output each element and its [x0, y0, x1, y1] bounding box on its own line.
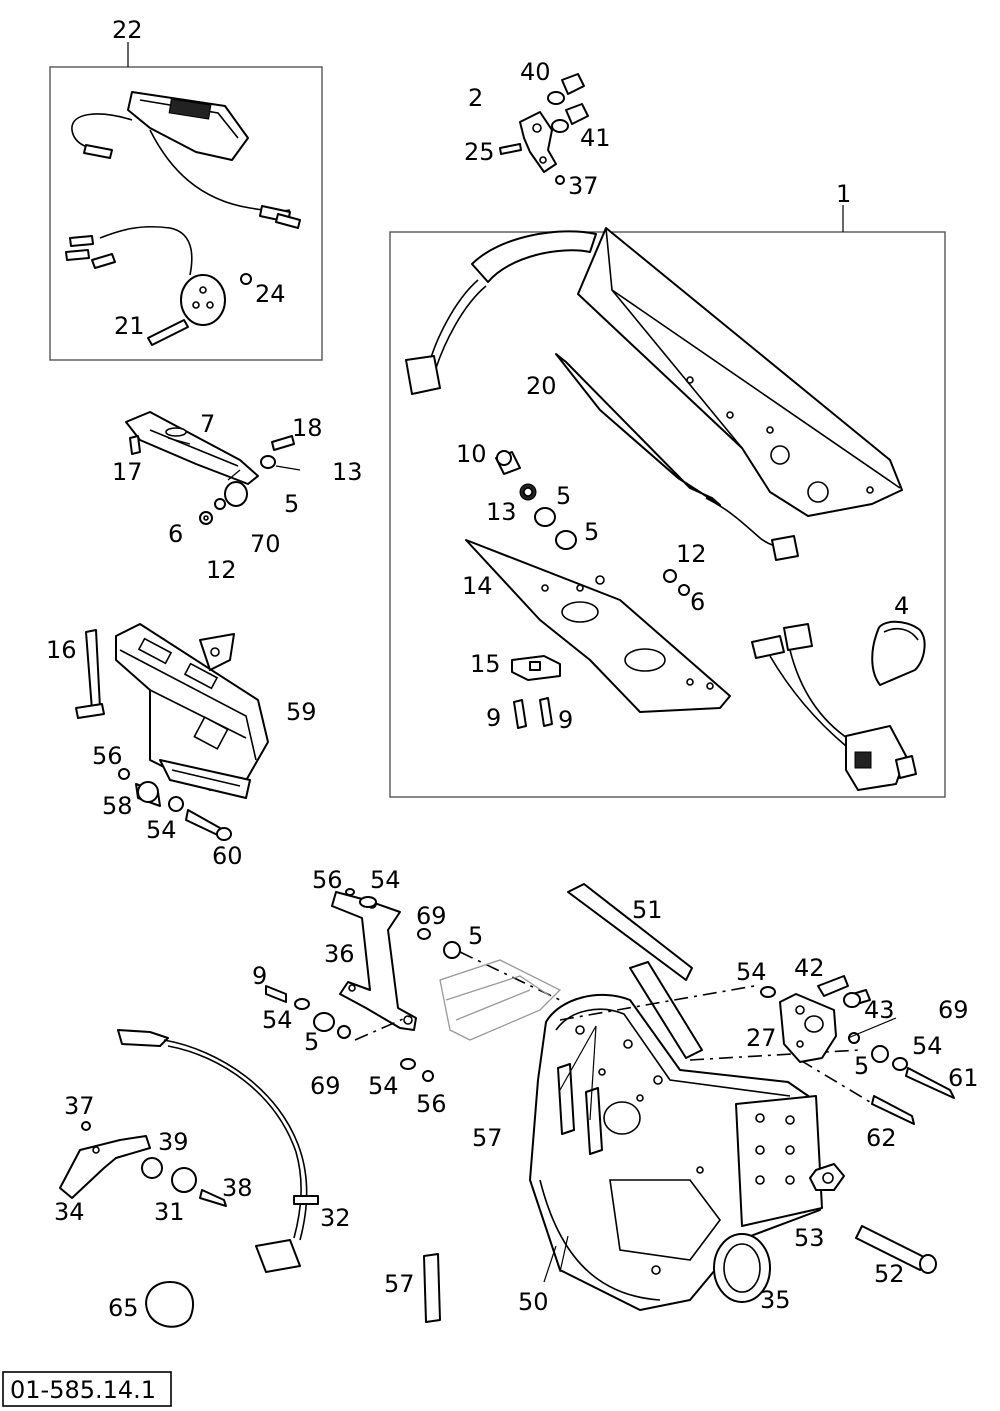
callout-17: 17 [112, 458, 143, 486]
callout-57-plate: 57 [472, 1124, 503, 1152]
callout-69-mid: 69 [310, 1072, 341, 1100]
callout-10: 10 [456, 440, 487, 468]
callout-16: 16 [46, 636, 77, 664]
callout-56-left: 56 [92, 742, 123, 770]
callout-5-top: 5 [468, 922, 483, 950]
callout-60: 60 [212, 842, 243, 870]
speedometer-assembly [65, 91, 301, 346]
callout-15: 15 [470, 650, 501, 678]
callout-24: 24 [255, 280, 286, 308]
bracket-7-assembly [125, 411, 295, 525]
callout-54-right-top: 54 [736, 958, 767, 986]
callout-50: 50 [518, 1288, 549, 1316]
callout-12-mask: 12 [676, 540, 707, 568]
callout-9-mask-b: 9 [558, 706, 573, 734]
callout-54-top: 54 [370, 866, 401, 894]
callout-22: 22 [112, 16, 143, 44]
bolt-52 [855, 1225, 937, 1274]
callout-37-low: 37 [64, 1092, 95, 1120]
callout-25: 25 [464, 138, 495, 166]
callout-36: 36 [324, 940, 355, 968]
callout-61: 61 [948, 1064, 979, 1092]
callout-21: 21 [114, 312, 145, 340]
callout-42: 42 [794, 954, 825, 982]
callout-65: 65 [108, 1294, 139, 1322]
bracket-27-assembly [760, 975, 955, 1125]
callout-5-mid: 5 [304, 1028, 319, 1056]
callout-54-left: 54 [146, 816, 177, 844]
callout-52: 52 [874, 1260, 905, 1288]
callout-57-strip: 57 [384, 1270, 415, 1298]
nut-53 [809, 1163, 845, 1191]
callout-31: 31 [154, 1198, 185, 1226]
callout-13-bracket: 13 [332, 458, 363, 486]
headlight-mask-assembly [405, 227, 926, 791]
leader-lines [167, 437, 897, 1283]
callout-59: 59 [286, 698, 317, 726]
callout-41: 41 [580, 124, 611, 152]
callout-56-top: 56 [312, 866, 343, 894]
callout-38: 38 [222, 1174, 253, 1202]
callout-20: 20 [526, 372, 557, 400]
plate-50-assembly [529, 883, 881, 1311]
callout-5-right: 5 [854, 1052, 869, 1080]
callout-56-low: 56 [416, 1090, 447, 1118]
callout-62: 62 [866, 1124, 897, 1152]
group-1-frame [389, 231, 946, 798]
callout-54-mid: 54 [262, 1006, 293, 1034]
callout-43: 43 [864, 996, 895, 1024]
callout-34: 34 [54, 1198, 85, 1226]
callout-14: 14 [462, 572, 493, 600]
callout-7: 7 [200, 410, 215, 438]
seal-35 [713, 1233, 771, 1303]
callout-69-top: 69 [416, 902, 447, 930]
callout-5-bracket: 5 [284, 490, 299, 518]
callout-6-mask: 6 [690, 588, 705, 616]
callout-51: 51 [632, 896, 663, 924]
callout-70: 70 [250, 530, 281, 558]
callout-35: 35 [760, 1286, 791, 1314]
callout-69-right: 69 [938, 996, 969, 1024]
callout-6-bracket: 6 [168, 520, 183, 548]
callout-1: 1 [836, 180, 851, 208]
callout-54-low: 54 [368, 1072, 399, 1100]
callout-37-top: 37 [568, 172, 599, 200]
frame-ghost [439, 959, 562, 1041]
callout-13-mask: 13 [486, 498, 517, 526]
callout-54-right: 54 [912, 1032, 943, 1060]
callout-9-left: 9 [252, 962, 267, 990]
callout-12-bracket: 12 [206, 556, 237, 584]
callout-labels: 22 24 21 40 2 41 25 37 1 20 10 13 5 5 12… [46, 16, 979, 1322]
bracket-36-assembly [265, 888, 561, 1082]
drawing-reference-box: 01-585.14.1 [2, 1371, 172, 1407]
callout-40: 40 [520, 58, 551, 86]
callout-5-mask-b: 5 [584, 518, 599, 546]
group-22-frame [49, 66, 323, 361]
cable-32-assembly [59, 1029, 441, 1328]
callout-53: 53 [794, 1224, 825, 1252]
callout-4: 4 [894, 592, 909, 620]
headlight-bracket-2 [499, 73, 589, 185]
callout-58: 58 [102, 792, 133, 820]
bracket-59-assembly [75, 623, 269, 841]
callout-32: 32 [320, 1204, 351, 1232]
callout-9-mask-a: 9 [486, 704, 501, 732]
callout-27: 27 [746, 1024, 777, 1052]
drawing-reference-number: 01-585.14.1 [10, 1376, 156, 1404]
callout-39: 39 [158, 1128, 189, 1156]
callout-5-mask-a: 5 [556, 482, 571, 510]
callout-2: 2 [468, 84, 483, 112]
callout-18: 18 [292, 414, 323, 442]
